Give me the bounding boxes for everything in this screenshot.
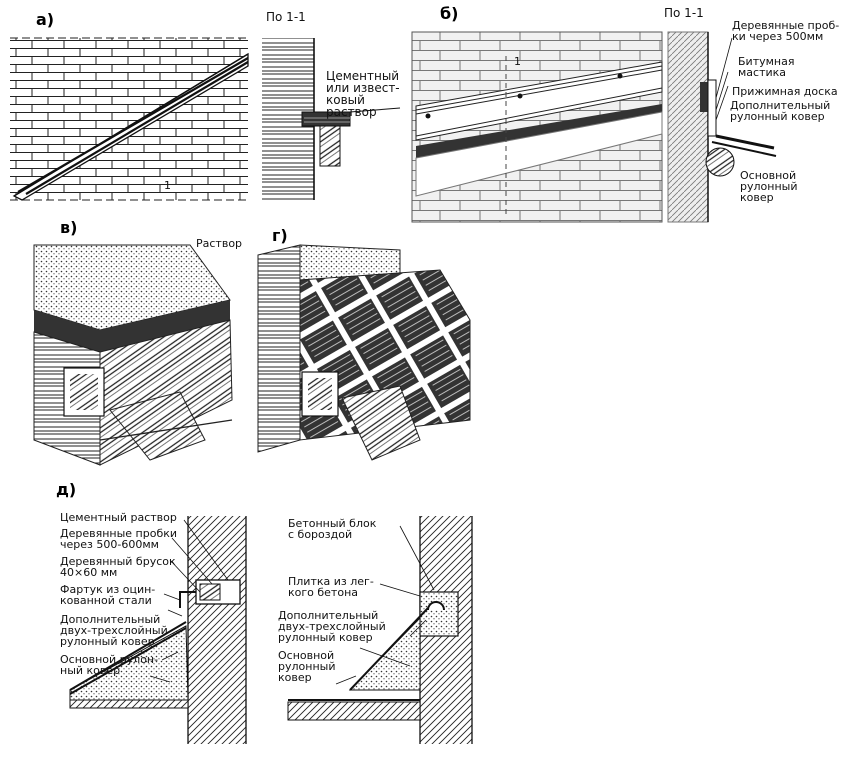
panel-b-extra-carpet-label: Дополнительный рулонный ковер [730,99,831,123]
panel-b-cut-mark: 1 [514,55,521,68]
panel-v-isometric [33,244,233,466]
panel-d-apron-label: Фартук из оцин- кованной стали [60,583,156,607]
panel-d-right-section [287,516,473,744]
panel-v-mortar-label: Раствор [196,237,243,250]
panel-a-mortar-label: Цементный или извест- ковый раствор [326,69,400,119]
panel-a-letter: а) [36,10,55,29]
panel-d-main-carpet2-label: Основной рулонный ковер [278,649,336,684]
panel-d-bar-label: Деревянный брусок 40×60 мм [60,555,176,579]
panel-d-tile-label: Плитка из лег- кого бетона [288,575,374,599]
panel-a-section [262,38,401,200]
panel-b-elevation [411,31,663,223]
panel-a-section-title: По 1-1 [266,10,306,24]
panel-a-cut-mark: 1 [164,179,171,192]
panel-b-main-carpet-label: Основной рулонный ковер [740,169,798,204]
panel-b-section [667,31,777,223]
panel-b-section-title: По 1-1 [664,6,704,20]
panel-d-extra-carpet-label: Дополнительный двух-трехслойный рулонный… [60,613,168,648]
panel-a-elevation [10,37,249,201]
panel-d-left-section [69,516,247,744]
panel-g-letter: г) [272,226,288,245]
panel-b-mastic-label: Битумная мастика [738,55,795,79]
panel-b-board-label: Прижимная доска [732,85,838,98]
panel-v-letter: в) [60,218,78,237]
panel-g-isometric [257,244,471,461]
panel-b-plugs-label: Деревянные проб- ки через 500мм [732,19,840,43]
panel-d-main-carpet-label: Основной рулон- ный ковер [60,653,159,677]
panel-d-cement-label: Цементный раствор [60,511,177,524]
panel-d-extra-carpet2-label: Дополнительный двух-трехслойный рулонный… [278,609,386,644]
panel-d-letter: д) [56,480,77,499]
panel-d-plugs-label: Деревянные пробки через 500-600мм [60,527,178,551]
panel-d-block-label: Бетонный блок с бороздой [288,517,377,541]
panel-b-letter: б) [440,4,459,23]
